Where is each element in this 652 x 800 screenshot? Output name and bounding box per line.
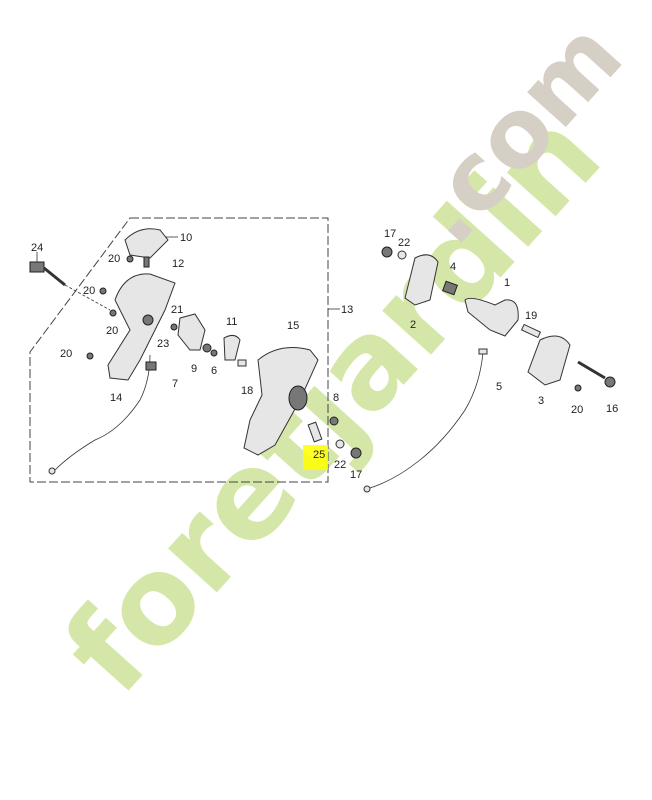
callout-14: 14 <box>110 392 122 404</box>
callout-20: 20 <box>571 404 583 416</box>
callout-4: 4 <box>450 261 456 273</box>
callout-22: 22 <box>334 459 346 471</box>
callout-20: 20 <box>83 285 95 297</box>
assembly-boundary <box>29 217 329 483</box>
callout-3: 3 <box>538 395 544 407</box>
part-clip-11 <box>223 334 241 361</box>
part-screw-20 <box>86 255 134 360</box>
part-washer-22 <box>335 250 407 449</box>
part-cable-5 <box>363 348 488 493</box>
part-grip-1 <box>464 297 519 337</box>
callout-25: 25 <box>313 449 325 461</box>
callout-5: 5 <box>496 381 502 393</box>
part-cover-15 <box>243 347 319 456</box>
callout-6: 6 <box>211 365 217 377</box>
part-cover-3 <box>527 335 571 386</box>
part-bolt-16 <box>577 360 616 388</box>
callout-9: 9 <box>191 363 197 375</box>
part-lever-housing-14 <box>107 273 176 381</box>
callout-11: 11 <box>226 316 237 328</box>
callout-13: 13 <box>341 304 353 316</box>
part-washer-6 <box>210 349 218 357</box>
part-spring-4 <box>442 280 458 296</box>
highlight-25 <box>303 445 328 470</box>
callout-8: 8 <box>333 392 339 404</box>
callout-12: 12 <box>172 258 184 270</box>
callout-20: 20 <box>106 325 118 337</box>
callout-17: 17 <box>384 228 396 240</box>
callout-17: 17 <box>350 469 362 481</box>
callout-21: 21 <box>171 304 183 316</box>
part-plate-2 <box>404 254 439 306</box>
callout-23: 23 <box>157 338 169 350</box>
part-bracket-9 <box>177 313 212 353</box>
callout-22: 22 <box>398 237 410 249</box>
part-screw-20b <box>574 384 582 392</box>
part-collar-25 <box>307 421 323 443</box>
callout-18: 18 <box>241 385 253 397</box>
callout-2: 2 <box>410 319 416 331</box>
part-nut-17 <box>350 246 393 459</box>
part-pin-18 <box>237 359 247 367</box>
callout-15: 15 <box>287 320 299 332</box>
part-bolt-24 <box>29 252 111 311</box>
part-spring-12 <box>143 256 150 268</box>
callouts: 10 24 20 12 20 20 21 11 15 13 20 23 9 6 … <box>31 228 618 481</box>
callout-16: 16 <box>606 403 618 415</box>
callout-7: 7 <box>172 378 178 390</box>
callout-24: 24 <box>31 242 43 254</box>
callout-20: 20 <box>108 253 120 265</box>
callout-19: 19 <box>525 310 537 322</box>
part-nut-8 <box>329 416 339 426</box>
part-cable-7 <box>48 354 157 475</box>
callout-20: 20 <box>60 348 72 360</box>
part-pin-19 <box>520 323 542 339</box>
callout-10: 10 <box>180 232 192 244</box>
part-nut-21 <box>170 323 178 331</box>
part-cover-10 <box>124 228 178 259</box>
callout-1: 1 <box>504 277 510 289</box>
